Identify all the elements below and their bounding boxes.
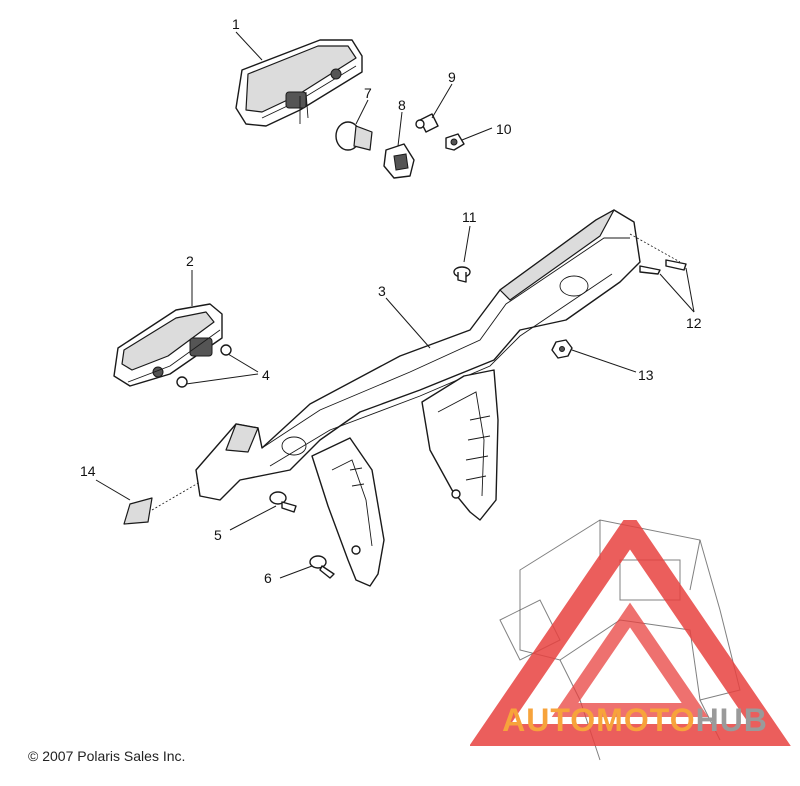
callout-6: 6 (264, 570, 272, 586)
part-13-nut (551, 339, 573, 359)
assembly-line-12 (629, 233, 681, 263)
callout-12: 12 (686, 315, 702, 331)
watermark-triangle (470, 520, 791, 746)
watermark-brand-hub: HUB (695, 702, 768, 738)
part-6-bolt (309, 555, 335, 579)
callout-1: 1 (232, 16, 240, 32)
callout-labels: 1 2 3 4 5 6 7 8 9 10 11 12 13 14 (80, 16, 702, 586)
part-4-nuts (176, 344, 232, 388)
callout-2: 2 (186, 253, 194, 269)
callout-14: 14 (80, 463, 96, 479)
part-3-taillight-bracket (195, 209, 641, 587)
callout-3: 3 (378, 283, 386, 299)
callout-13: 13 (638, 367, 654, 383)
part-11-push-rivet (453, 266, 471, 283)
callout-5: 5 (214, 527, 222, 543)
part-10-socket (445, 133, 465, 151)
part-14-reflector (123, 497, 153, 525)
part-12-screws (639, 259, 687, 275)
callout-10: 10 (496, 121, 512, 137)
watermark-brand-text: AUTOMOTOHUB (472, 702, 798, 739)
watermark-inner-triangle (551, 602, 709, 717)
part-8-socket (383, 143, 415, 179)
copyright-notice: © 2007 Polaris Sales Inc. (28, 748, 186, 764)
leader-lines (95, 31, 695, 579)
part-5-bolt (269, 491, 297, 513)
callout-4: 4 (262, 367, 270, 383)
part-2-taillight-lower (113, 303, 223, 387)
part-9-small-bulb (415, 113, 439, 133)
assembly-line-14 (151, 481, 201, 511)
callout-11: 11 (462, 209, 477, 225)
part-7-bulb (335, 121, 373, 151)
watermark-brand-auto: AUTO (502, 702, 597, 738)
callout-9: 9 (448, 69, 456, 85)
watermark-logo (470, 520, 791, 746)
callout-7: 7 (364, 85, 372, 101)
watermark-brand-moto: MOTO (596, 702, 696, 738)
part-1-taillight-upper (235, 39, 363, 127)
callout-8: 8 (398, 97, 406, 113)
